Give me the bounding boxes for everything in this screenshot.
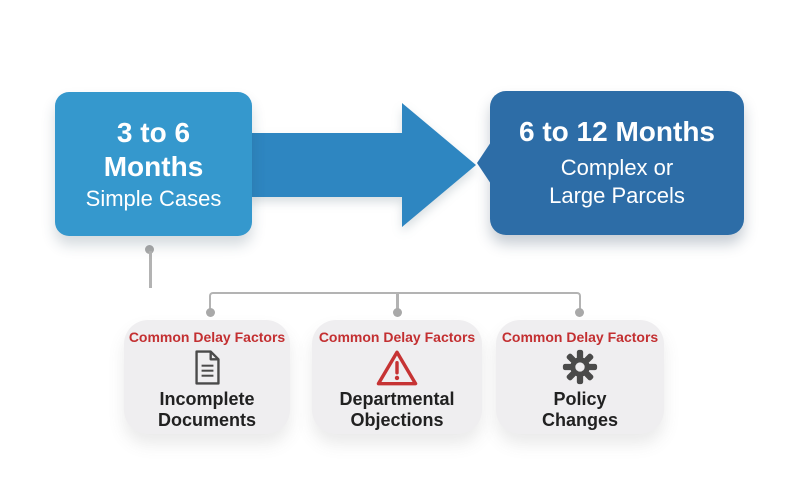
delay-card-title: Incomplete Documents	[158, 389, 256, 431]
delay-card-title-line1: Incomplete	[159, 389, 255, 409]
delay-card-title-line2: Changes	[541, 410, 619, 431]
delay-card-policy-changes: Common Delay Factors Policy Chang	[496, 320, 664, 434]
delay-card-incomplete-documents: Common Delay Factors Incomplete Document…	[124, 320, 290, 434]
complex-parcels-stage-box: 6 to 12 Months Complex or Large Parcels	[490, 91, 744, 235]
delay-card-title: Departmental Objections	[339, 389, 454, 431]
complex-duration: 6 to 12 Months	[518, 115, 715, 147]
delay-card-title-line2: Objections	[350, 410, 444, 431]
complex-label: Complex or Large Parcels	[549, 154, 685, 209]
delay-card-departmental-objections: Common Delay Factors Departmental Object…	[312, 320, 482, 434]
delay-card-heading: Common Delay Factors	[318, 329, 476, 345]
delay-card-heading: Common Delay Factors	[501, 329, 659, 345]
warning-icon	[375, 347, 419, 387]
delay-card-title: Policy Changes	[542, 389, 618, 431]
connector-stub-line	[149, 251, 152, 288]
connector-dot-middle	[393, 308, 402, 317]
connector-bracket	[209, 292, 581, 312]
connector-dot-left	[206, 308, 215, 317]
connector-dot-right	[575, 308, 584, 317]
simple-duration-line1: 3 to 6	[116, 117, 191, 149]
right-arrow-icon	[248, 103, 476, 227]
connector-stub-dot	[145, 245, 154, 254]
complex-label-line1: Complex or	[560, 155, 674, 181]
simple-cases-stage-box: 3 to 6 Months Simple Cases	[55, 92, 252, 236]
delay-card-title-line2: Documents	[157, 410, 256, 431]
connector-bracket-middle-drop	[396, 293, 399, 312]
delay-card-title-line1: Policy	[553, 389, 607, 409]
delay-card-title-line1: Departmental	[339, 389, 455, 409]
simple-cases-label: Simple Cases	[85, 185, 222, 211]
delay-card-heading: Common Delay Factors	[128, 329, 286, 345]
simple-duration-line2: Months	[103, 150, 204, 182]
document-icon	[192, 347, 223, 387]
gear-icon	[562, 347, 598, 387]
complex-label-line2: Large Parcels	[549, 182, 685, 208]
